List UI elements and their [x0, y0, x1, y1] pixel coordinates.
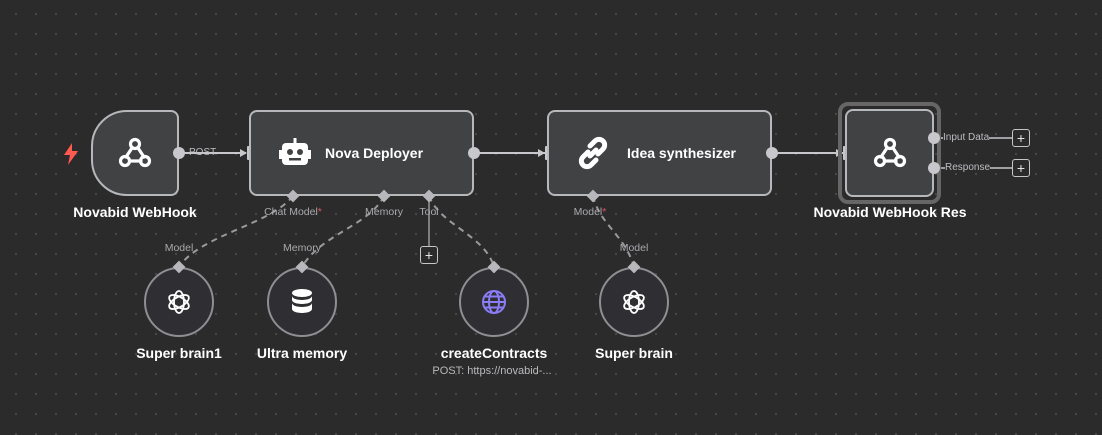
- globe-icon: [481, 289, 507, 315]
- super-brain1-node[interactable]: [144, 267, 214, 337]
- webhook-icon: [115, 133, 155, 173]
- openai-icon: [620, 288, 648, 316]
- ultra-memory-node[interactable]: [267, 267, 337, 337]
- edge-arrow: [538, 149, 545, 157]
- webhook-response-label: Novabid WebHook Res: [813, 204, 967, 220]
- response-label: Response: [945, 162, 991, 173]
- create-contracts-subtitle: POST: https://novabid-...: [432, 365, 552, 377]
- ultra-memory-label: Ultra memory: [256, 345, 348, 361]
- webhook-node[interactable]: [91, 110, 179, 196]
- super-brain-node[interactable]: [599, 267, 669, 337]
- idea-synthesizer-title: Idea synthesizer: [627, 145, 736, 161]
- robot-icon: [279, 138, 311, 168]
- deployer-output-handle[interactable]: [468, 147, 480, 159]
- add-response-button[interactable]: +: [1012, 159, 1030, 177]
- selection-outline: [838, 102, 941, 204]
- webhook-icon: [870, 133, 910, 173]
- openai-icon: [165, 288, 193, 316]
- webhook-node-label: Novabid WebHook: [73, 204, 197, 220]
- lightning-bolt-icon: [62, 143, 80, 165]
- memory-port-label: Memory: [365, 206, 403, 218]
- webhook-response-node[interactable]: [845, 109, 934, 197]
- input-data-output-handle[interactable]: [928, 132, 940, 144]
- model-port-label: Model*: [573, 206, 607, 218]
- nova-deployer-title: Nova Deployer: [325, 145, 424, 161]
- nova-deployer-node[interactable]: Nova Deployer: [249, 110, 474, 196]
- input-data-label: Input Data: [943, 132, 990, 143]
- super-brain-label: Super brain: [595, 345, 673, 361]
- link-icon: [575, 135, 611, 171]
- ultra-memory-port-label: Memory: [283, 242, 321, 254]
- super-brain-port-label: Model: [619, 242, 649, 254]
- add-tool-button[interactable]: +: [420, 246, 438, 264]
- edge-tool: [428, 195, 495, 268]
- edge-arrow: [240, 149, 247, 157]
- webhook-output-handle[interactable]: [173, 147, 185, 159]
- super-brain1-label: Super brain1: [136, 345, 222, 361]
- idea-synthesizer-node[interactable]: Idea synthesizer: [547, 110, 772, 196]
- tool-port-label: Tool: [419, 206, 439, 218]
- chat-model-port-label: Chat Model*: [264, 206, 322, 218]
- edge-chat-model: [178, 195, 294, 268]
- edge-label-post: POST: [189, 147, 217, 158]
- database-icon: [290, 289, 314, 315]
- create-contracts-node[interactable]: [459, 267, 529, 337]
- create-contracts-label: createContracts: [440, 345, 548, 361]
- add-input-data-button[interactable]: +: [1012, 129, 1030, 147]
- synth-output-handle[interactable]: [766, 147, 778, 159]
- response-output-handle[interactable]: [928, 162, 940, 174]
- super-brain1-port-label: Model: [164, 242, 194, 254]
